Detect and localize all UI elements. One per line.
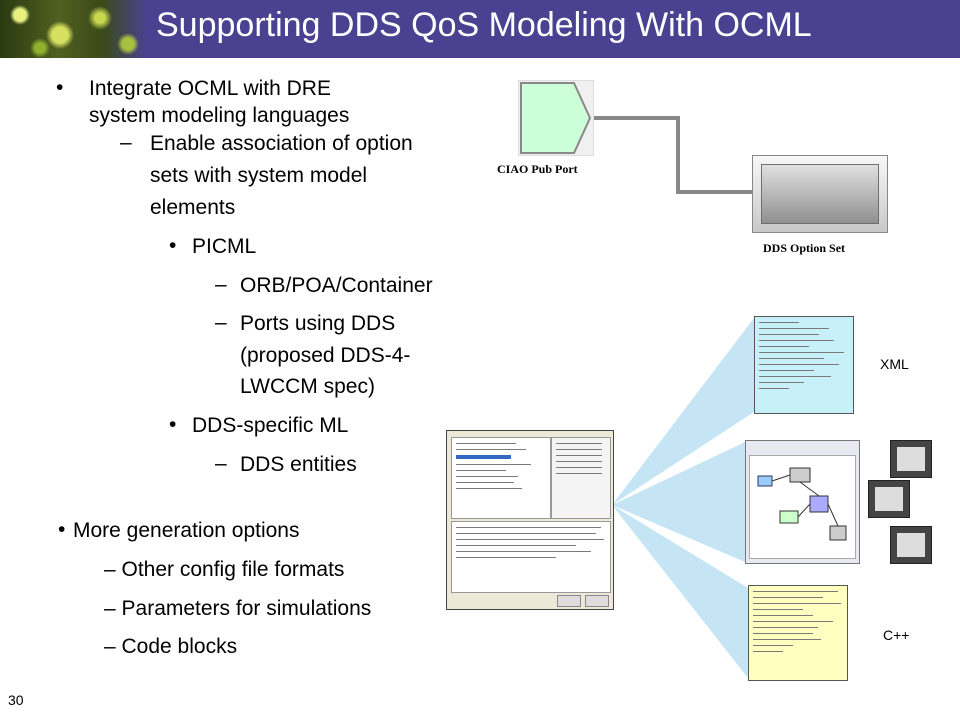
ocml-tool-screenshot — [446, 430, 614, 610]
model-canvas — [749, 455, 856, 559]
option-set-label: DDS Option Set — [763, 241, 846, 255]
deployment-photos — [860, 440, 932, 568]
xml-label: XML — [880, 356, 909, 372]
bullet-text: – Parameters for simulations — [104, 597, 372, 620]
bullet-text: DDS entities — [240, 453, 357, 476]
bullet-dash: – — [215, 311, 227, 334]
slide-title: Supporting DDS QoS Modeling With OCML — [156, 6, 812, 44]
bullet-dash: – — [120, 131, 132, 154]
beam-gme — [612, 442, 745, 562]
xml-file-thumbnail — [754, 316, 854, 414]
bullet-text: DDS-specific ML — [192, 414, 349, 437]
cpp-label: C++ — [883, 627, 910, 643]
bullet-text: (proposed DDS-4- — [240, 344, 411, 367]
option-set-icon — [752, 155, 888, 233]
bullet-text: PICML — [192, 235, 257, 258]
bullet-text: Ports using DDS — [240, 312, 396, 335]
title-photo — [0, 0, 146, 58]
bullet-text: sets with system model — [150, 164, 368, 187]
ocml-tree-view — [451, 437, 551, 519]
cpp-file-thumbnail — [748, 585, 848, 681]
bullet-text: Integrate OCML with DRE — [89, 77, 331, 100]
bullet-dash: – — [215, 452, 227, 475]
bullet-text: LWCCM spec) — [240, 375, 375, 398]
cancel-button — [585, 595, 609, 607]
bullet-text: – Code blocks — [104, 635, 238, 658]
bullet-text: Enable association of option — [150, 132, 413, 155]
slide-number: 30 — [8, 692, 24, 708]
ok-button — [557, 595, 581, 607]
connector-line — [594, 116, 752, 194]
bullet-text: elements — [150, 196, 236, 219]
bullet-dash: – — [215, 273, 227, 296]
bullet-dot: • — [169, 413, 177, 436]
bullet-text: system modeling languages — [89, 104, 350, 127]
option-set-inner — [761, 164, 879, 224]
title-bar: Supporting DDS QoS Modeling With OCML — [0, 0, 960, 58]
pub-port-icon — [518, 80, 594, 156]
pub-port-label: CIAO Pub Port — [497, 162, 578, 176]
ocml-description-panel — [451, 521, 611, 593]
bullet-text: – Other config file formats — [104, 558, 345, 581]
bullet-dot: • — [58, 518, 66, 541]
model-screenshot-thumbnail — [745, 440, 860, 564]
bullet-dot: • — [56, 76, 64, 99]
beam-cpp — [612, 505, 748, 678]
bullet-text: More generation options — [73, 519, 300, 542]
model-graph-icon — [757, 467, 847, 541]
ocml-property-panel — [551, 437, 611, 519]
beam-xml — [612, 318, 754, 505]
bullet-dot: • — [169, 234, 177, 257]
bullet-text: ORB/POA/Container — [240, 274, 433, 297]
